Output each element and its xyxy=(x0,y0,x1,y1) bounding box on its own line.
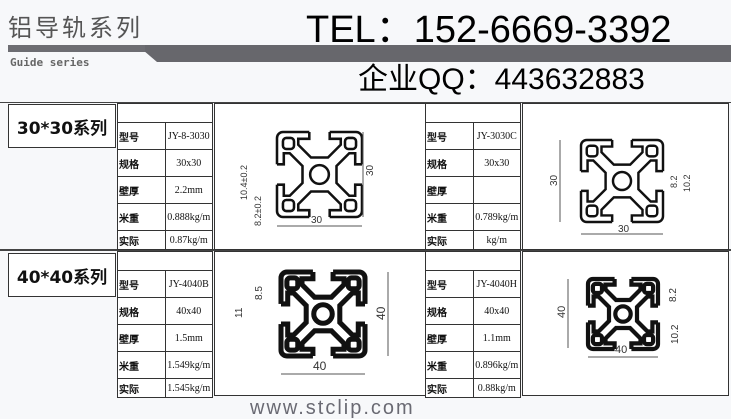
label-spec: 规格 xyxy=(117,297,166,325)
label-wall: 壁厚 xyxy=(117,324,166,352)
profile-drawing-jy-4040b: 40 40 11 8.5 xyxy=(214,251,426,396)
label-weight: 米重 xyxy=(425,203,474,231)
value-weight: 1.549kg/m xyxy=(164,351,213,379)
value-weight: 0.789kg/m xyxy=(472,203,521,231)
header-divider-thin xyxy=(8,45,148,52)
series-title-30: 30*30系列 xyxy=(8,104,116,148)
table-top-border xyxy=(0,102,731,103)
label-weight: 米重 xyxy=(117,203,166,231)
value-actual: 1.545kg/m xyxy=(164,378,213,398)
value-model: JY-8-3030 xyxy=(164,122,213,150)
page-subtitle: Guide series xyxy=(10,56,90,69)
label-wall: 壁厚 xyxy=(425,324,474,352)
profile-drawing-jy-3030c: 30 30 8.2 10.2 xyxy=(522,103,729,250)
qq-number: 企业QQ：443632883 xyxy=(358,63,645,96)
profile-drawing-jy-8-3030: 30 30 10.4±0.2 8.2±0.2 xyxy=(214,103,426,250)
dim-height: 30 xyxy=(549,174,560,186)
profile-shape xyxy=(585,276,661,352)
value-spec: 40x40 xyxy=(164,297,213,325)
blank-cell xyxy=(425,103,521,123)
dim-width: 40 xyxy=(615,344,627,356)
blank-cell xyxy=(117,103,213,123)
label-wall: 壁厚 xyxy=(117,176,166,204)
dim-width: 30 xyxy=(618,224,630,235)
label-spec: 规格 xyxy=(425,149,474,177)
profile-shape xyxy=(578,137,667,226)
value-model: JY-4040H xyxy=(472,270,521,298)
header-divider-bar xyxy=(145,45,731,62)
value-wall: 1.5mm xyxy=(164,324,213,352)
dim-slot-b: 8.2 xyxy=(668,288,679,302)
label-model: 型号 xyxy=(117,122,166,150)
dim-height: 40 xyxy=(374,306,388,320)
series-title-40: 40*40系列 xyxy=(8,253,116,297)
profile-shape xyxy=(278,269,369,360)
value-weight: 0.896kg/m xyxy=(472,351,521,379)
value-spec: 40x40 xyxy=(472,297,521,325)
value-spec: 30x30 xyxy=(472,149,521,177)
value-actual: kg/m xyxy=(472,230,521,250)
profile-shape xyxy=(274,129,366,221)
label-weight: 米重 xyxy=(425,351,474,379)
label-model: 型号 xyxy=(117,270,166,298)
value-weight: 0.888kg/m xyxy=(164,203,213,231)
label-model: 型号 xyxy=(425,122,474,150)
label-actual: 实际 xyxy=(425,230,474,250)
blank-cell xyxy=(425,251,521,271)
dim-slot-a: 10.2 xyxy=(682,174,692,192)
label-wall: 壁厚 xyxy=(425,176,474,204)
dim-width: 40 xyxy=(313,359,327,373)
dim-slot-a: 11 xyxy=(234,307,245,318)
label-actual: 实际 xyxy=(425,378,474,398)
section-divider xyxy=(0,249,731,251)
page-title: 铝导轨系列 xyxy=(8,14,143,42)
value-model: JY-4040B xyxy=(164,270,213,298)
value-wall xyxy=(472,176,521,204)
label-model: 型号 xyxy=(425,270,474,298)
telephone-number: TEL：152-6669-3392 xyxy=(306,9,672,51)
value-wall: 1.1mm xyxy=(472,324,521,352)
profile-drawing-jy-4040h: 40 40 8.2 10.2 xyxy=(522,251,729,396)
label-spec: 规格 xyxy=(117,149,166,177)
dim-width: 30 xyxy=(311,215,323,226)
value-actual: 0.88kg/m xyxy=(472,378,521,398)
label-weight: 米重 xyxy=(117,351,166,379)
dim-slot-b: 8.2±0.2 xyxy=(253,196,263,226)
watermark: www.stclip.com xyxy=(250,397,415,419)
value-wall: 2.2mm xyxy=(164,176,213,204)
dim-height: 40 xyxy=(556,306,568,318)
dim-slot-a: 10.2 xyxy=(670,324,681,344)
dim-slot-b: 8.2 xyxy=(669,175,679,188)
value-model: JY-3030C xyxy=(472,122,521,150)
label-actual: 实际 xyxy=(117,378,166,398)
blank-cell xyxy=(117,251,213,271)
label-actual: 实际 xyxy=(117,230,166,250)
label-spec: 规格 xyxy=(425,297,474,325)
dim-slot-b: 8.5 xyxy=(254,286,265,300)
value-actual: 0.87kg/m xyxy=(164,230,213,250)
dim-height: 30 xyxy=(365,164,376,176)
value-spec: 30x30 xyxy=(164,149,213,177)
dim-slot-a: 10.4±0.2 xyxy=(239,165,249,200)
